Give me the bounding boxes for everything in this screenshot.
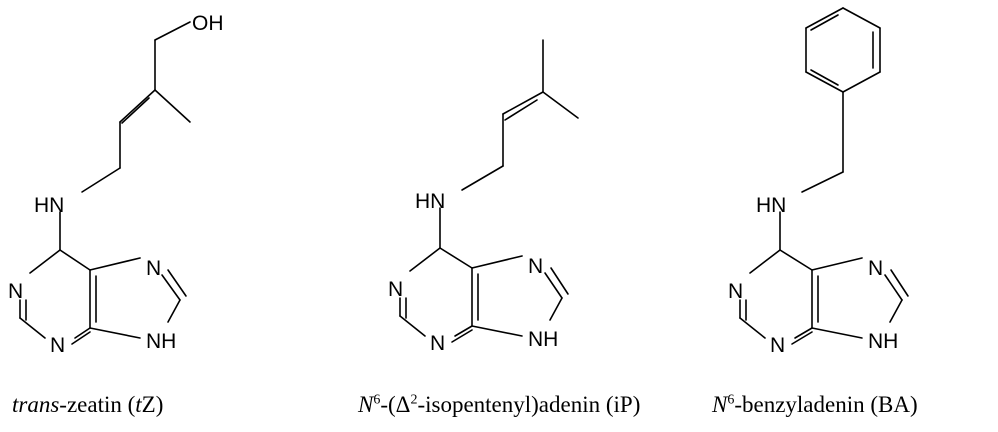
atom-label: N (50, 334, 65, 357)
atom-label: NH (146, 330, 176, 353)
atom-label: N (430, 332, 445, 355)
bond (779, 249, 813, 271)
bond (29, 249, 61, 274)
atom-label: N (528, 255, 543, 278)
bond (167, 299, 181, 323)
atom-label: HN (415, 190, 445, 213)
caption-text: -benzyladenin (BA) (734, 392, 918, 417)
bond (810, 14, 839, 31)
bond (890, 269, 909, 297)
atom-label: NH (528, 328, 558, 351)
caption-superscript: 2 (410, 392, 418, 408)
bond (810, 69, 839, 86)
bond (842, 7, 881, 29)
bond (549, 297, 563, 321)
atom-label: N (728, 280, 743, 303)
bond (167, 269, 187, 297)
bond (502, 91, 544, 115)
caption-italic: t (135, 392, 142, 417)
bond (119, 89, 156, 123)
bond (461, 165, 504, 191)
bond (544, 272, 563, 299)
bond (409, 247, 441, 272)
atom-label: HN (756, 194, 786, 217)
bond (154, 89, 191, 123)
bond (399, 315, 426, 337)
bond (805, 7, 844, 29)
caption-text: -zeatin ( (59, 392, 136, 417)
bond (59, 249, 91, 271)
molecule-benzyladenine: HN N N N NH (728, 7, 909, 357)
bond (454, 325, 473, 337)
caption-superscript: 6 (727, 392, 735, 408)
bond (842, 71, 881, 93)
bond (794, 327, 813, 339)
caption-text: -(Δ (380, 392, 411, 417)
caption-text: -isopentenyl)adenin (iP) (417, 392, 641, 417)
bond (504, 99, 538, 121)
caption-italic: trans (12, 392, 60, 417)
bond (121, 97, 150, 124)
atom-label: N (770, 334, 785, 357)
molecule-isopentenyladenine: HN N N N NH (388, 39, 579, 355)
bond (71, 331, 91, 345)
atom-label: NH (868, 330, 898, 353)
bond (74, 327, 91, 339)
bond (801, 171, 844, 193)
bond (89, 327, 141, 339)
bond (542, 91, 579, 119)
bond (154, 21, 191, 41)
bond (739, 317, 766, 339)
bond (161, 274, 181, 301)
bond (811, 327, 863, 339)
atom-label: N (388, 278, 403, 301)
atom-label: HN (34, 194, 64, 217)
bond (439, 247, 473, 269)
bond (81, 167, 121, 193)
bond (791, 331, 813, 345)
atom-label: OH (192, 12, 224, 35)
caption-text: Z) (141, 392, 164, 417)
caption-superscript: 6 (373, 392, 381, 408)
bond (805, 71, 844, 93)
molecule-trans-zeatin: OH HN N N N NH (8, 12, 224, 357)
atom-label: N (8, 280, 23, 303)
bond (884, 274, 903, 301)
bond (550, 267, 569, 295)
atom-label: N (146, 257, 161, 280)
bond (451, 329, 473, 343)
bond (749, 249, 781, 274)
bond (889, 299, 903, 323)
caption-trans-zeatin: trans-zeatin (tZ) (12, 392, 163, 418)
bond (19, 317, 46, 339)
caption-isopentenyladenine: N6-(Δ2-isopentenyl)adenin (iP) (358, 392, 640, 418)
caption-italic: N (712, 392, 728, 417)
bond (471, 255, 523, 269)
atom-label: N (868, 257, 883, 280)
bond (89, 257, 141, 271)
caption-italic: N (358, 392, 374, 417)
caption-benzyladenine: N6-benzyladenin (BA) (712, 392, 918, 418)
bond (471, 325, 523, 337)
bond (811, 257, 863, 271)
